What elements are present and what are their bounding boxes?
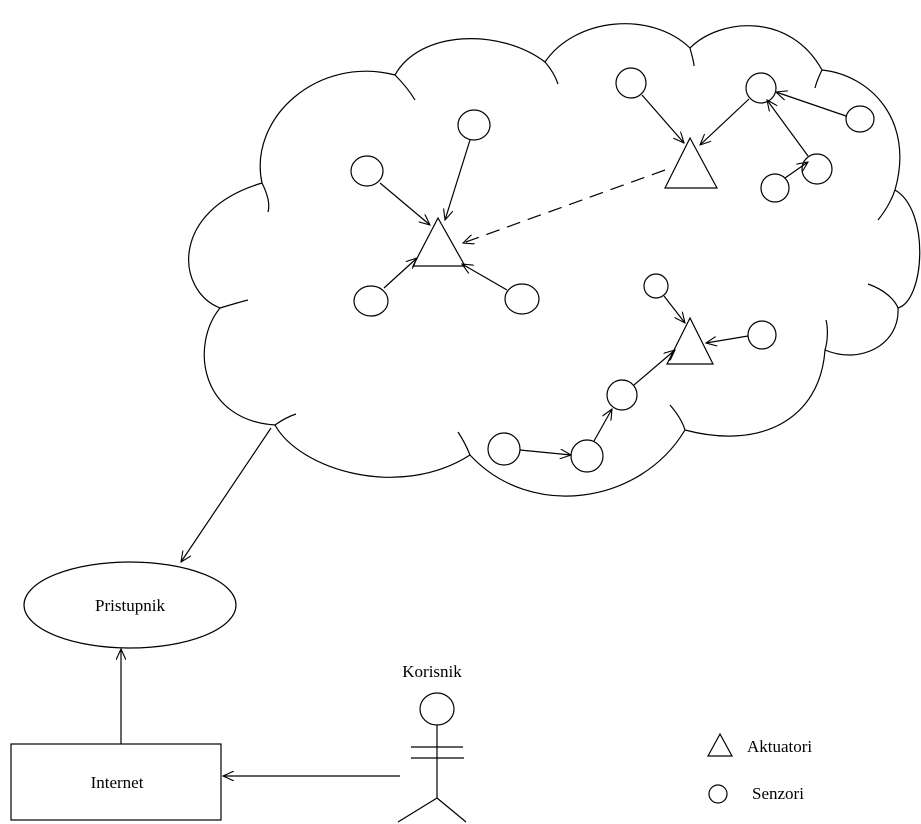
actuator-link-dashed bbox=[463, 169, 666, 243]
sensor-node bbox=[570, 439, 604, 473]
sensor-node bbox=[615, 67, 647, 99]
sensor-network-cloud bbox=[188, 23, 921, 497]
link-arrow bbox=[519, 450, 571, 455]
sensor-node bbox=[643, 273, 669, 299]
link-arrow bbox=[633, 350, 675, 386]
sensor-node bbox=[353, 285, 389, 317]
user-actor: Korisnik bbox=[397, 662, 467, 823]
sensor-node bbox=[845, 105, 875, 133]
link-arrow bbox=[784, 162, 808, 179]
legend-circle-icon bbox=[708, 784, 728, 804]
link-arrow bbox=[663, 295, 685, 323]
legend-sensors-label: Senzori bbox=[752, 784, 804, 803]
sensor-node bbox=[350, 155, 384, 187]
sensor-node bbox=[487, 432, 521, 466]
sensor-node bbox=[457, 109, 491, 141]
cluster-upper-right bbox=[615, 67, 875, 203]
actuator-node bbox=[412, 216, 467, 267]
link-arrow bbox=[767, 100, 809, 157]
user-label: Korisnik bbox=[402, 662, 462, 681]
link-arrow bbox=[641, 94, 684, 143]
internet-node: Internet bbox=[10, 743, 222, 821]
link-arrow bbox=[706, 335, 749, 343]
sensor-node bbox=[760, 173, 790, 203]
sensor-node bbox=[504, 283, 540, 315]
cluster-left bbox=[350, 109, 540, 317]
link-arrow bbox=[462, 264, 508, 291]
link-arrow bbox=[593, 409, 612, 442]
legend: Aktuatori Senzori bbox=[706, 732, 812, 804]
link-arrow bbox=[383, 258, 417, 289]
legend-actuators-label: Aktuatori bbox=[747, 737, 812, 756]
link-arrow bbox=[700, 98, 750, 145]
cluster-lower-right bbox=[487, 273, 777, 473]
legend-triangle-icon bbox=[706, 732, 734, 757]
link-arrow bbox=[776, 92, 847, 117]
sensor-node bbox=[801, 153, 833, 185]
sensor-node bbox=[745, 72, 777, 104]
internet-label: Internet bbox=[91, 773, 144, 792]
gateway-node: Pristupnik bbox=[23, 561, 237, 649]
link-arrow bbox=[379, 182, 430, 225]
actuator-node bbox=[664, 136, 719, 189]
gateway-label: Pristupnik bbox=[95, 596, 165, 615]
actuator-node bbox=[666, 316, 714, 365]
sensor-node bbox=[747, 320, 777, 350]
link-arrow bbox=[445, 139, 471, 220]
cloud-to-gateway-arrow bbox=[181, 427, 272, 562]
sensor-node bbox=[606, 379, 638, 411]
